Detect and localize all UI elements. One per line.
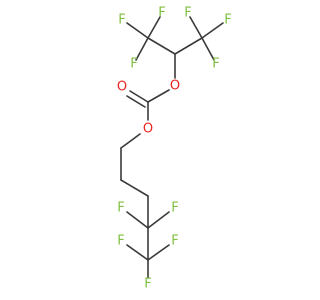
bond-o3-c5	[120, 133, 141, 149]
bond-f-c1b	[147, 16, 161, 39]
fluorine-label: F	[224, 13, 231, 28]
bond-c4-o2-b	[126, 95, 146, 108]
bond-o1-c4	[147, 89, 170, 103]
fluorine-label: F	[118, 13, 125, 28]
bonds	[120, 16, 224, 279]
fluorine-label: F	[171, 201, 178, 216]
bond-f-c1c	[135, 37, 149, 61]
bond-f-c1a	[126, 22, 149, 39]
atom-labels: F F F F F F O O O F F F F F	[117, 6, 232, 292]
oxygen-label: O	[117, 80, 127, 95]
fluorine-label: F	[158, 6, 165, 21]
fluorine-label: F	[117, 234, 124, 249]
bond-c2-c3	[174, 37, 203, 55]
bond-f-c3b	[201, 22, 224, 39]
bond-c4-o2-a	[129, 90, 149, 103]
structure-canvas: F F F F F F O O O F F F F F	[117, 6, 232, 292]
bond-f-c3a	[189, 16, 203, 39]
fluorine-label: F	[117, 201, 124, 216]
bond-f-c8a	[126, 211, 149, 229]
fluorine-label: F	[130, 57, 137, 72]
bond-f-c9b	[147, 244, 170, 261]
bond-f-c9a	[126, 244, 149, 261]
oxygen-label: O	[170, 79, 180, 94]
fluorine-label: F	[184, 6, 191, 21]
bond-c6-c7	[120, 179, 149, 197]
bond-f-c8b	[147, 211, 170, 229]
bond-f-c3c	[201, 37, 215, 61]
oxygen-label: O	[143, 122, 153, 137]
fluorine-label: F	[144, 277, 151, 292]
molecule-diagram: F F F F F F O O O F F F F F	[117, 6, 232, 292]
bond-c1-c2	[147, 37, 176, 55]
fluorine-label: F	[171, 234, 178, 249]
fluorine-label: F	[212, 57, 219, 72]
